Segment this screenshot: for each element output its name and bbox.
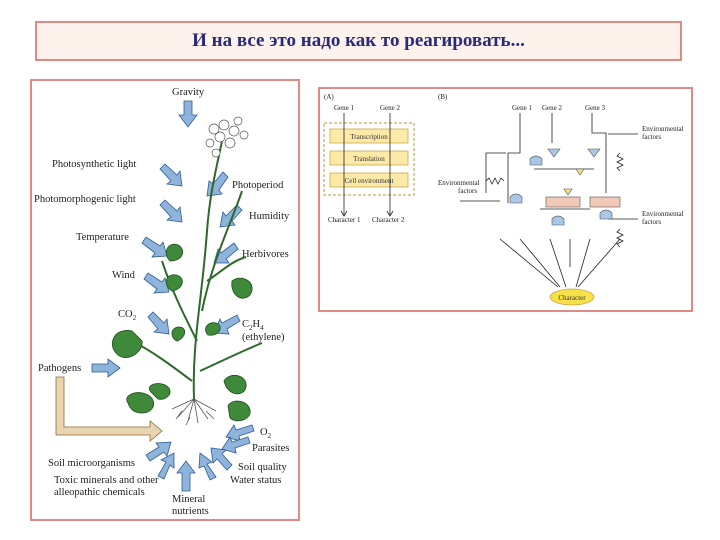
label-herbivores: Herbivores [242,249,289,260]
step-cell-environment-label: Cell environment [345,177,394,185]
arrow-temperature [142,237,167,257]
label-ethylene: (ethylene) [242,332,285,343]
label-wind: Wind [112,270,136,281]
arrow-humidity [220,205,242,227]
panel-a-gene2: Gene 2 [380,104,401,112]
gene-regulation-panel: (A) Gene 1 Gene 2 Character 1 Character … [318,87,693,312]
panel-b-env-right-top-2: factors [642,133,661,141]
label-pathogens: Pathogens [38,363,81,374]
label-photoperiod: Photoperiod [232,180,284,191]
title-banner: И на все это надо как то реагировать... [35,21,682,61]
label-gravity: Gravity [172,87,205,98]
plant-flowers [206,117,248,157]
step-transcription-label: Transcription [350,133,388,141]
label-soil-quality: Soil quality [238,462,287,473]
plant-diagram: Gravity Photosynthetic light Photomorpho… [32,81,298,519]
panel-b-env-right-bottom-2: factors [642,218,661,226]
arrow-photomorphogenic-light [160,200,182,222]
plant-roots [172,399,216,425]
label-o2: O2 [260,427,272,440]
step-translation-label: Translation [353,155,385,163]
label-mineral: Mineral [172,494,205,505]
page-title: И на все это надо как то реагировать... [192,30,525,52]
label-co2: CO2 [118,309,137,322]
label-toxic-minerals: Toxic minerals and other [54,475,159,486]
arrow-mineral-nutrients [177,461,195,491]
panel-a-character1: Character 1 [328,216,361,224]
label-photomorphogenic-light: Photomorphogenic light [34,194,136,205]
gene-diagram: (A) Gene 1 Gene 2 Character 1 Character … [320,89,691,310]
arrow-wind [144,273,169,293]
panel-b-env-left-1: Environmental [438,179,480,187]
label-parasites: Parasites [252,443,289,454]
label-photosynthetic-light: Photosynthetic light [52,159,136,170]
network-nodes [510,149,620,225]
panel-a-label: (A) [324,93,334,101]
arrow-photosynthetic-light [160,164,182,186]
panel-b-env-right-top-1: Environmental [642,125,684,133]
arrow-pathogens [92,359,120,377]
label-humidity: Humidity [249,211,290,222]
arrow-photoperiod [207,172,228,196]
panel-a-gene1: Gene 1 [334,104,355,112]
panel-b-env-left-2: factors [458,187,477,195]
arrow-co2 [148,312,169,334]
label-nutrients: nutrients [172,506,209,517]
panel-a-character2: Character 2 [372,216,405,224]
label-water-status: Water status [230,475,281,486]
panel-b-env-right-bottom-1: Environmental [642,210,684,218]
label-temperature: Temperature [76,232,129,243]
panel-b-gene3: Gene 3 [585,104,606,112]
label-soil-microorganisms: Soil microorganisms [48,458,135,469]
panel-b-label: (B) [438,93,448,101]
panel-b-gene2: Gene 2 [542,104,563,112]
arrow-gravity [179,101,197,127]
panel-b-gene1: Gene 1 [512,104,533,112]
character-label: Character [558,294,586,302]
label-c2h4: C2H4 [242,319,264,332]
plant-factors-panel: Gravity Photosynthetic light Photomorpho… [30,79,300,521]
arrow-toxic-minerals [158,453,174,479]
label-alleopathic-chemicals: alleopathic chemicals [54,487,145,498]
